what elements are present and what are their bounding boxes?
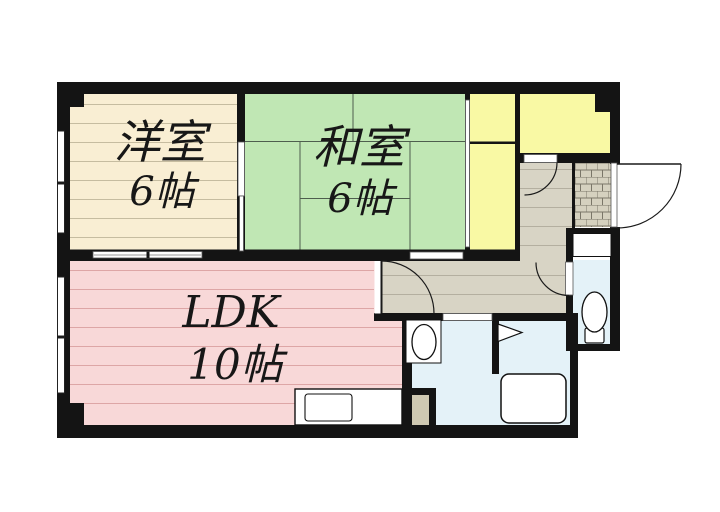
hallway-floor-lines <box>382 169 572 295</box>
closet-floor <box>470 94 515 252</box>
wall-center-horizontal <box>70 249 520 261</box>
wall-entry-room-south <box>520 153 620 163</box>
door-swing-ldk-hallway <box>381 260 435 314</box>
door-closet-fusuma <box>465 99 470 248</box>
window-western-room-2 <box>57 183 65 234</box>
wall-toilet-south <box>566 344 620 351</box>
window-ldk-2 <box>57 337 65 394</box>
tatami-lines <box>245 94 465 252</box>
door-western-japanese <box>237 141 245 197</box>
wall-washroom-bath-divider <box>492 313 499 374</box>
closet-divider-line <box>470 141 515 144</box>
japanese-room-size: 6帖 <box>327 176 397 222</box>
wall-bath-east <box>570 313 578 438</box>
wall-below-entrance <box>566 228 620 234</box>
ldk-floor-lines <box>70 270 402 404</box>
wall-right-lower <box>610 227 620 351</box>
pipe-space <box>412 395 429 425</box>
western-room-label: 洋室 <box>114 115 212 169</box>
wall-bottom <box>57 425 578 438</box>
shoe-cabinet <box>572 233 612 257</box>
pillar-top-left <box>57 82 84 107</box>
door-swing-toilet <box>535 262 570 297</box>
bath-folding-door-icon <box>497 323 524 343</box>
window-ldk-1 <box>57 276 65 337</box>
front-door-swing <box>616 163 682 229</box>
wall-right-upper <box>610 94 620 164</box>
japanese-room-floor <box>245 94 465 252</box>
front-door-threshold <box>610 162 618 228</box>
windows <box>57 130 65 394</box>
door-western-ldk-meeting-stile <box>146 251 150 258</box>
pillar-bottom-left <box>57 403 84 438</box>
ldk-label: LDK <box>181 287 281 338</box>
entrance-brick-floor <box>575 163 611 227</box>
washbasin-bowl <box>411 323 437 361</box>
window-western-room-1 <box>57 130 65 183</box>
entrance-step-line <box>572 163 575 228</box>
doorway-entry-room <box>523 154 558 163</box>
fixtures <box>294 233 612 426</box>
door-swing-entry-room <box>524 162 558 196</box>
wall-pipe-space-top <box>402 388 436 395</box>
toilet-bowl <box>581 291 608 333</box>
door-japanese-hallway <box>409 251 464 260</box>
door-pocket-western-japanese <box>239 195 244 252</box>
doorway-ldk-hallway <box>374 261 382 314</box>
western-room-floor <box>70 94 237 250</box>
room-labels: 洋室 6帖 和室 6帖 LDK 10帖 <box>114 115 411 389</box>
japanese-room-label: 和室 <box>313 120 411 174</box>
wall-washroom-west <box>402 313 412 425</box>
doorway-washroom <box>442 313 493 321</box>
doorway-toilet <box>565 261 574 296</box>
kitchen-sink <box>304 393 353 422</box>
wall-pipe-space-right <box>429 388 436 425</box>
wall-top <box>57 82 620 94</box>
ldk-size: 10帖 <box>187 340 287 389</box>
bathtub <box>500 373 567 424</box>
wall-closet-east <box>515 94 520 261</box>
western-room-size: 6帖 <box>129 169 199 215</box>
doors <box>92 99 682 343</box>
western-room-floor-lines <box>70 104 237 238</box>
